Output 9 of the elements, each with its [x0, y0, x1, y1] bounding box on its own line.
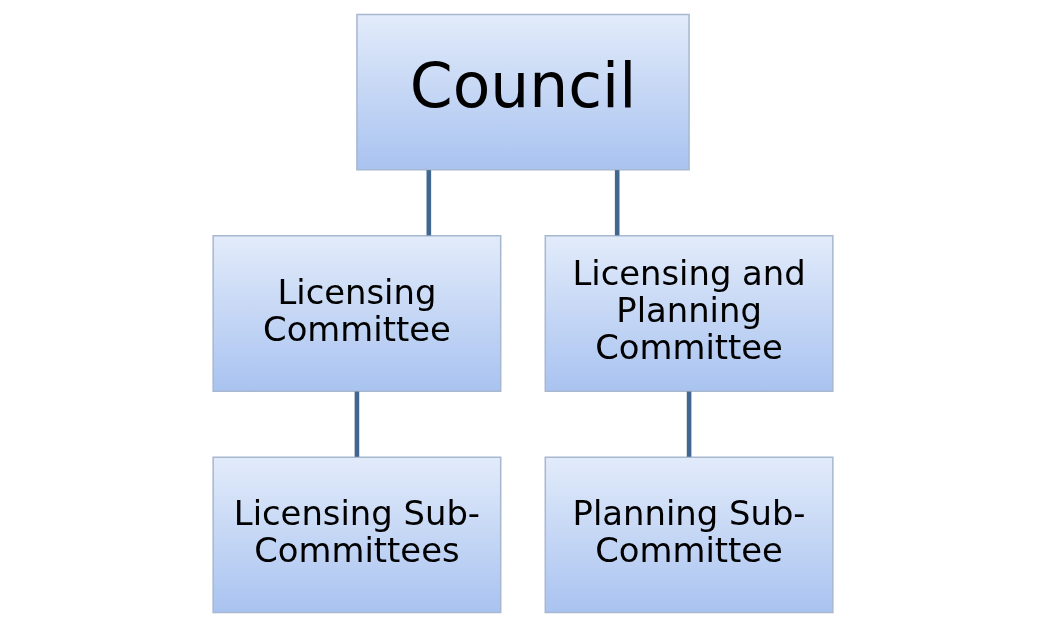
connector [614, 170, 620, 236]
node-box: Council [356, 13, 690, 171]
node-box: Licensing Committee [212, 235, 502, 392]
connector [426, 170, 432, 236]
connector [686, 391, 692, 457]
connector [354, 391, 360, 457]
node-box: Planning Sub-Committee [544, 456, 834, 614]
node-box: Licensing Sub-Committees [212, 456, 502, 614]
node-box: Licensing and Planning Committee [544, 235, 834, 392]
